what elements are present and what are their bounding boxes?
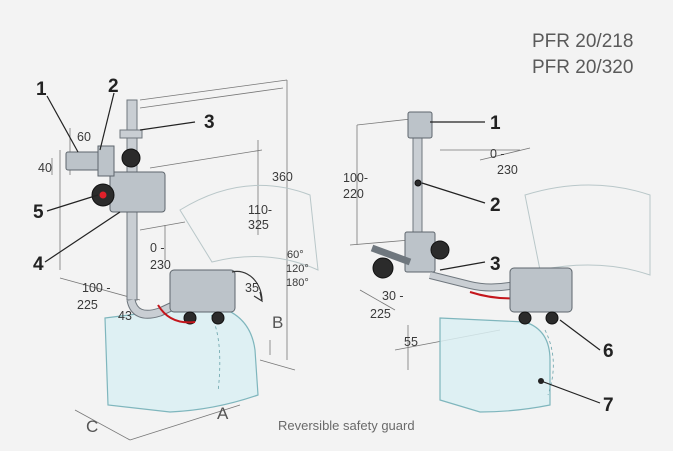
dim-0-230-right-a: 0 - — [490, 147, 505, 161]
dim-0-230-b: 230 — [150, 258, 171, 272]
callout-2-left: 2 — [108, 76, 119, 97]
dim-110-325-b: 325 — [248, 218, 269, 232]
callout-7-right: 7 — [603, 395, 614, 416]
dim-30-225-b: 225 — [370, 307, 391, 321]
callout-6-right: 6 — [603, 341, 614, 362]
letter-a: A — [217, 404, 229, 423]
angle-180: 180° — [286, 277, 309, 289]
angle-120: 120° — [286, 263, 309, 275]
caption: Reversible safety guard — [278, 418, 415, 433]
dim-35: 35 — [245, 281, 259, 295]
model-title-1: PFR 20/218 — [532, 31, 633, 52]
safety-shield-right — [439, 317, 551, 413]
callout-3-right: 3 — [490, 254, 501, 275]
callout-1-left: 1 — [36, 79, 47, 100]
model-title-2: PFR 20/320 — [532, 57, 633, 78]
dim-43: 43 — [118, 309, 132, 323]
dim-30-225-a: 30 - — [382, 289, 404, 303]
dim-60: 60 — [77, 130, 91, 144]
dim-40: 40 — [38, 161, 52, 175]
callout-3-left: 3 — [204, 112, 215, 133]
dim-360: 360 — [272, 170, 293, 184]
right-guard-assembly: 1 2 3 6 7 100- 220 0 - 230 30 - 225 55 — [343, 111, 651, 416]
dim-100-225-a: 100 - — [82, 281, 111, 295]
letter-b: B — [272, 313, 283, 332]
dim-0-230-right-b: 230 — [497, 163, 518, 177]
dim-100-225-b: 225 — [77, 298, 98, 312]
dim-110-325-a: 110- — [248, 203, 272, 217]
callout-2-right: 2 — [490, 195, 501, 216]
dim-100-220-a: 100- — [343, 171, 368, 185]
dim-100-220-b: 220 — [343, 187, 364, 201]
callout-4-left: 4 — [33, 254, 44, 275]
dim-0-230-a: 0 - — [150, 241, 165, 255]
dim-55: 55 — [404, 335, 418, 349]
angle-60: 60° — [287, 249, 304, 261]
callout-5-left: 5 — [33, 202, 44, 223]
left-guard-assembly: 1 2 3 4 5 60 40 360 110- 325 0 - 230 100… — [33, 76, 319, 441]
callout-1-right: 1 — [490, 113, 501, 134]
letter-c: C — [86, 417, 98, 436]
